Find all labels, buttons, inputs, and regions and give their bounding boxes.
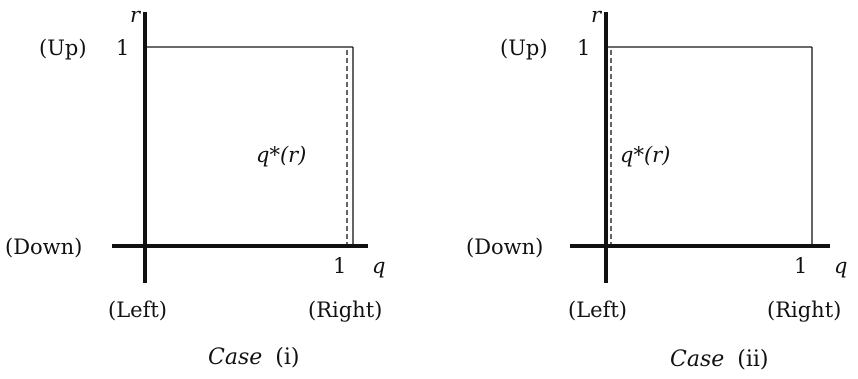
x-one-label: 1 xyxy=(794,254,807,278)
x-one-label: 1 xyxy=(333,254,346,278)
caption-word: Case xyxy=(670,347,724,372)
y-axis-variable: r xyxy=(591,3,603,27)
y-top-label: (Up) xyxy=(39,36,87,60)
x-right-label: (Right) xyxy=(308,298,382,322)
caption-roman: (i) xyxy=(275,345,299,370)
y-one-label: 1 xyxy=(116,36,129,60)
curve-label: q*(r) xyxy=(620,143,670,167)
caption-case-ii: Case (ii) xyxy=(670,347,769,372)
y-axis-variable: r xyxy=(130,3,142,27)
curve-label: q*(r) xyxy=(256,143,306,167)
panel-case-i: r (Up) 1 (Down) q*(r) 1 q (Left) (Right)… xyxy=(5,3,385,370)
x-left-label: (Left) xyxy=(568,298,627,322)
caption-case-i: Case (i) xyxy=(208,345,299,370)
caption-roman: (ii) xyxy=(737,347,768,372)
x-axis-variable: q xyxy=(834,254,847,278)
y-bottom-label: (Down) xyxy=(5,235,82,259)
y-top-label: (Up) xyxy=(500,36,548,60)
caption-word: Case xyxy=(208,345,262,370)
x-axis-variable: q xyxy=(372,254,385,278)
panel-case-ii: r (Up) 1 (Down) q*(r) 1 q (Left) (Right)… xyxy=(466,3,847,372)
x-left-label: (Left) xyxy=(108,298,167,322)
x-right-label: (Right) xyxy=(767,298,841,322)
y-bottom-label: (Down) xyxy=(466,235,543,259)
y-one-label: 1 xyxy=(577,36,590,60)
